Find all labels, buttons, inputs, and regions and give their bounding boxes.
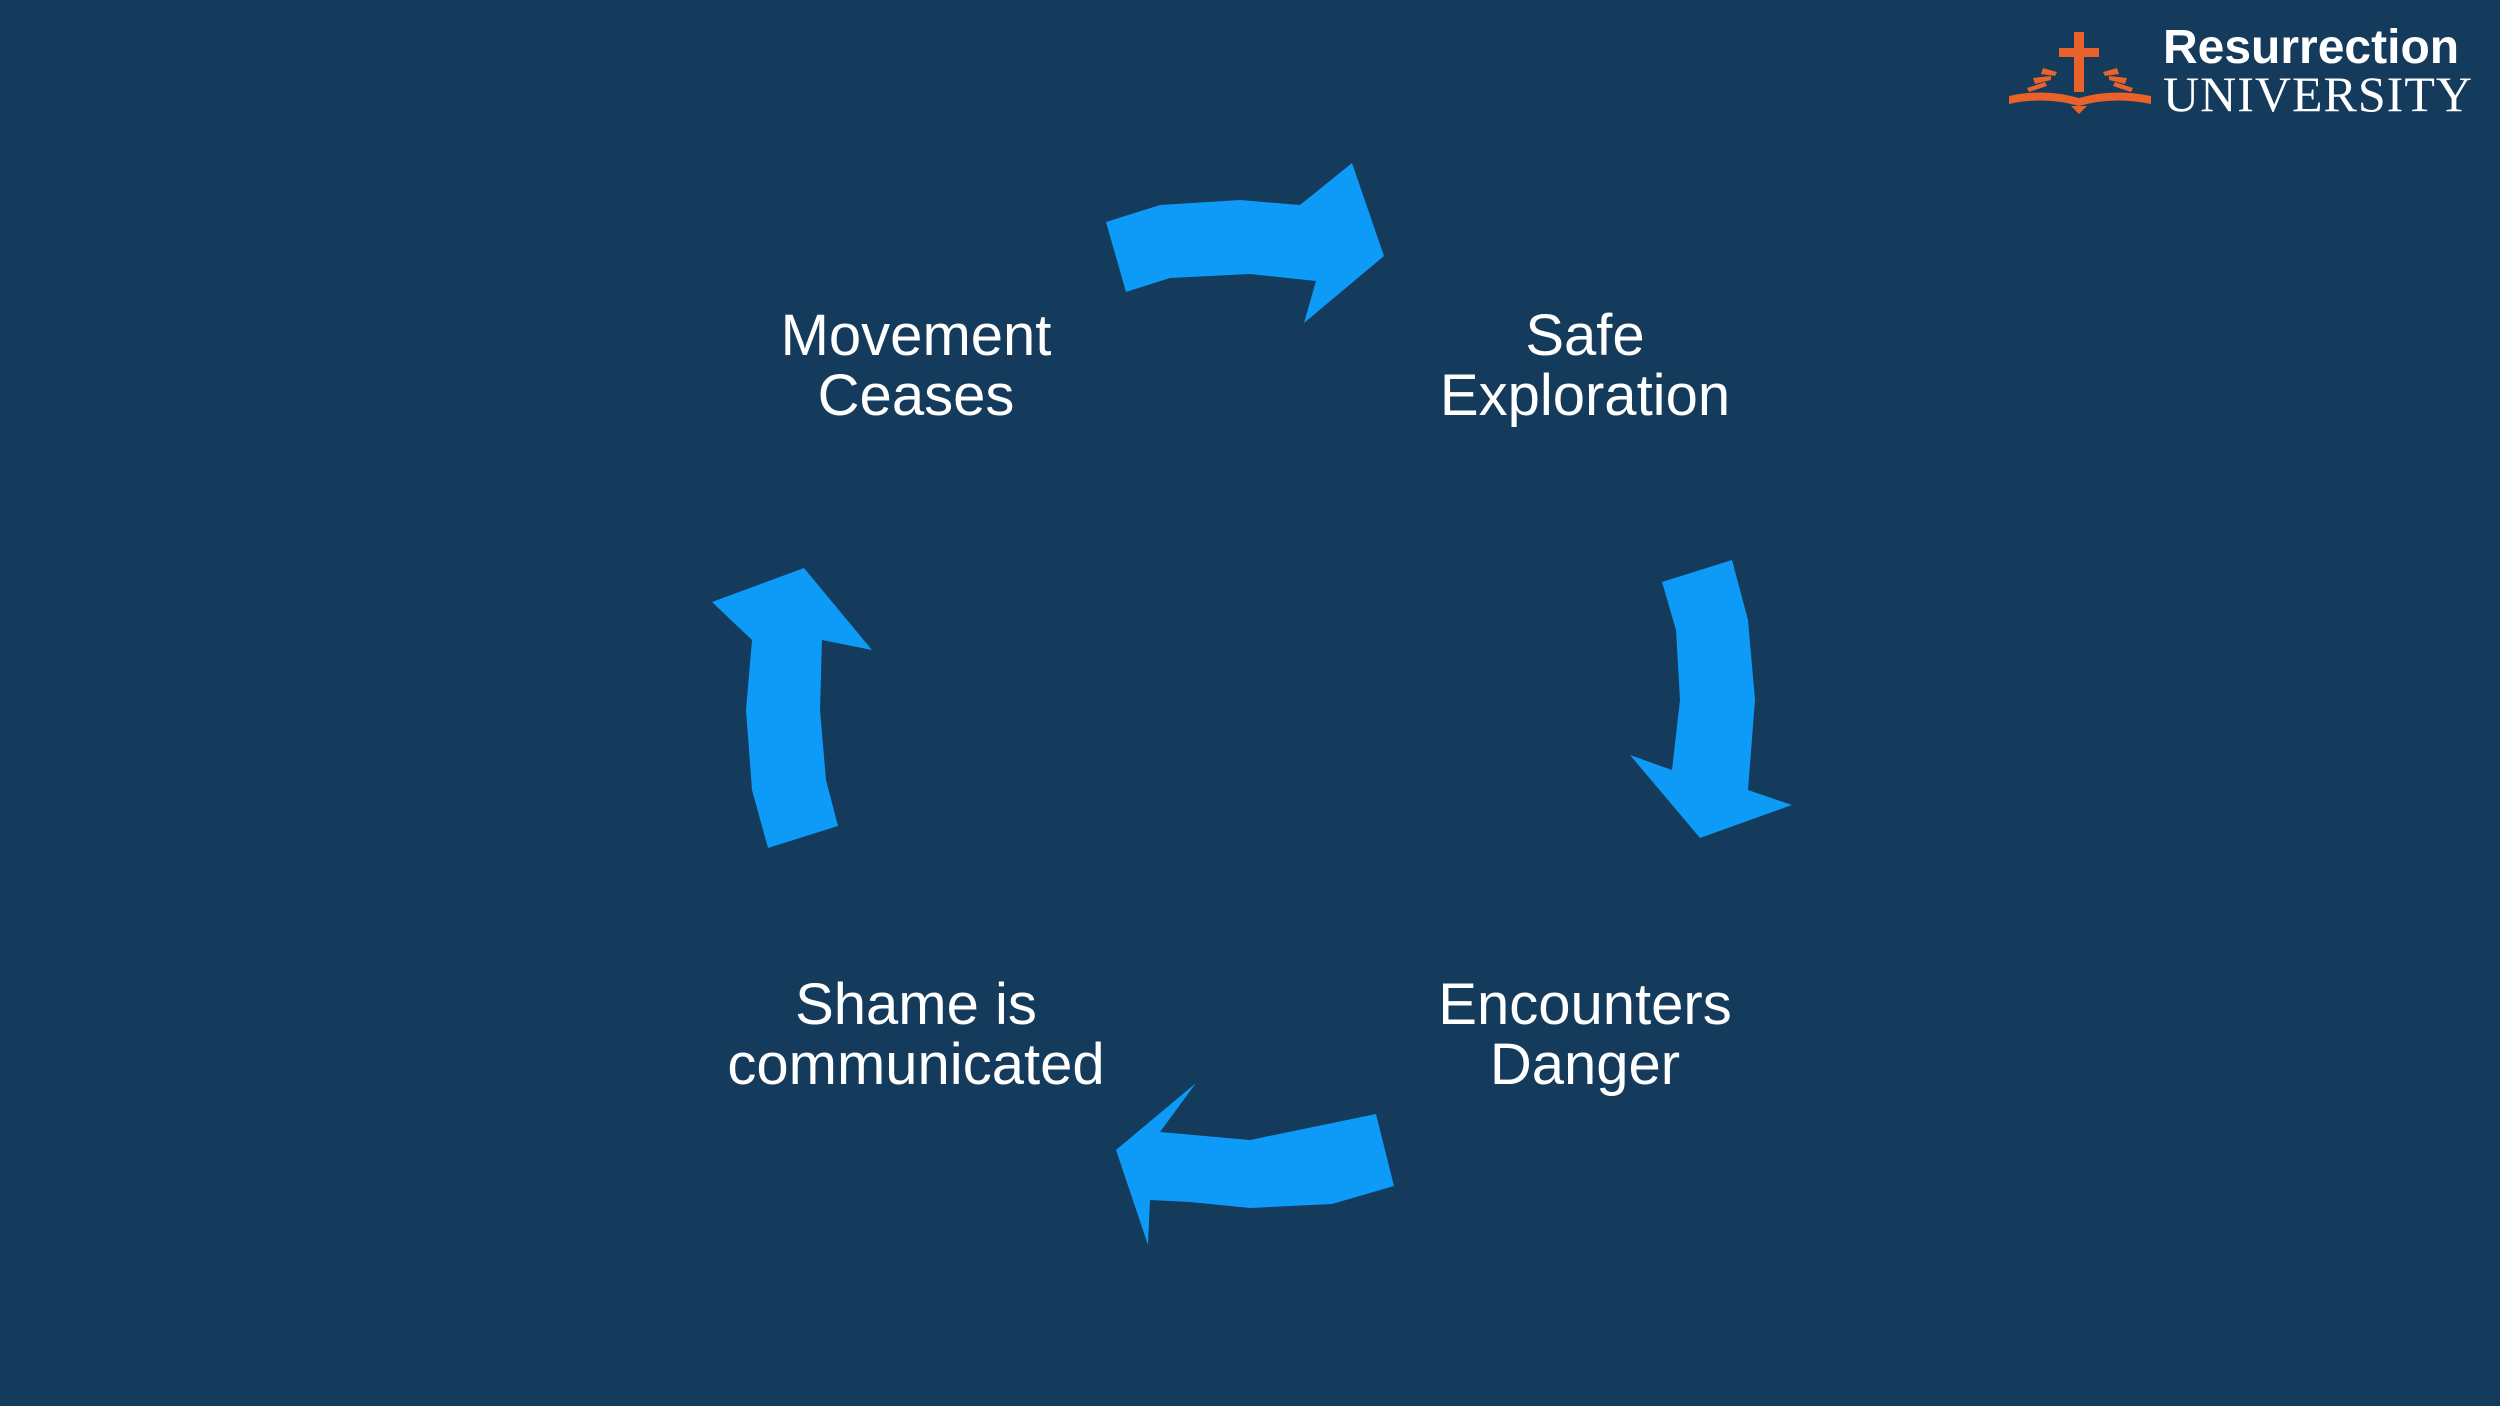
- node-label-line: Danger: [1489, 1032, 1681, 1097]
- node-label-line: Ceases: [817, 363, 1015, 428]
- arrow-movement-to-safe: [1106, 163, 1384, 323]
- university-logo: Resurrection UNIVERSITY: [2005, 22, 2485, 122]
- logo-wordmark-top: Resurrection: [2163, 21, 2460, 74]
- node-label-line: Encounters: [1438, 972, 1732, 1037]
- node-label-line: communicated: [727, 1032, 1105, 1097]
- node-label-line: Safe: [1525, 303, 1645, 368]
- arrow-danger-to-shame: [1116, 1083, 1394, 1245]
- cross-sunrise-book-icon: [2009, 32, 2151, 114]
- arrow-safe-to-danger: [1630, 560, 1792, 838]
- node-movement-ceases: Movement Ceases: [656, 306, 1176, 426]
- node-label-line: Shame is: [795, 972, 1037, 1037]
- node-label-line: Exploration: [1439, 363, 1731, 428]
- node-encounters-danger: Encounters Danger: [1325, 975, 1845, 1095]
- node-safe-exploration: Safe Exploration: [1325, 306, 1845, 426]
- arrow-shame-to-movement: [712, 568, 872, 848]
- node-label-line: Movement: [780, 303, 1052, 368]
- logo-wordmark-bottom: UNIVERSITY: [2163, 66, 2473, 122]
- node-shame-communicated: Shame is communicated: [656, 975, 1176, 1095]
